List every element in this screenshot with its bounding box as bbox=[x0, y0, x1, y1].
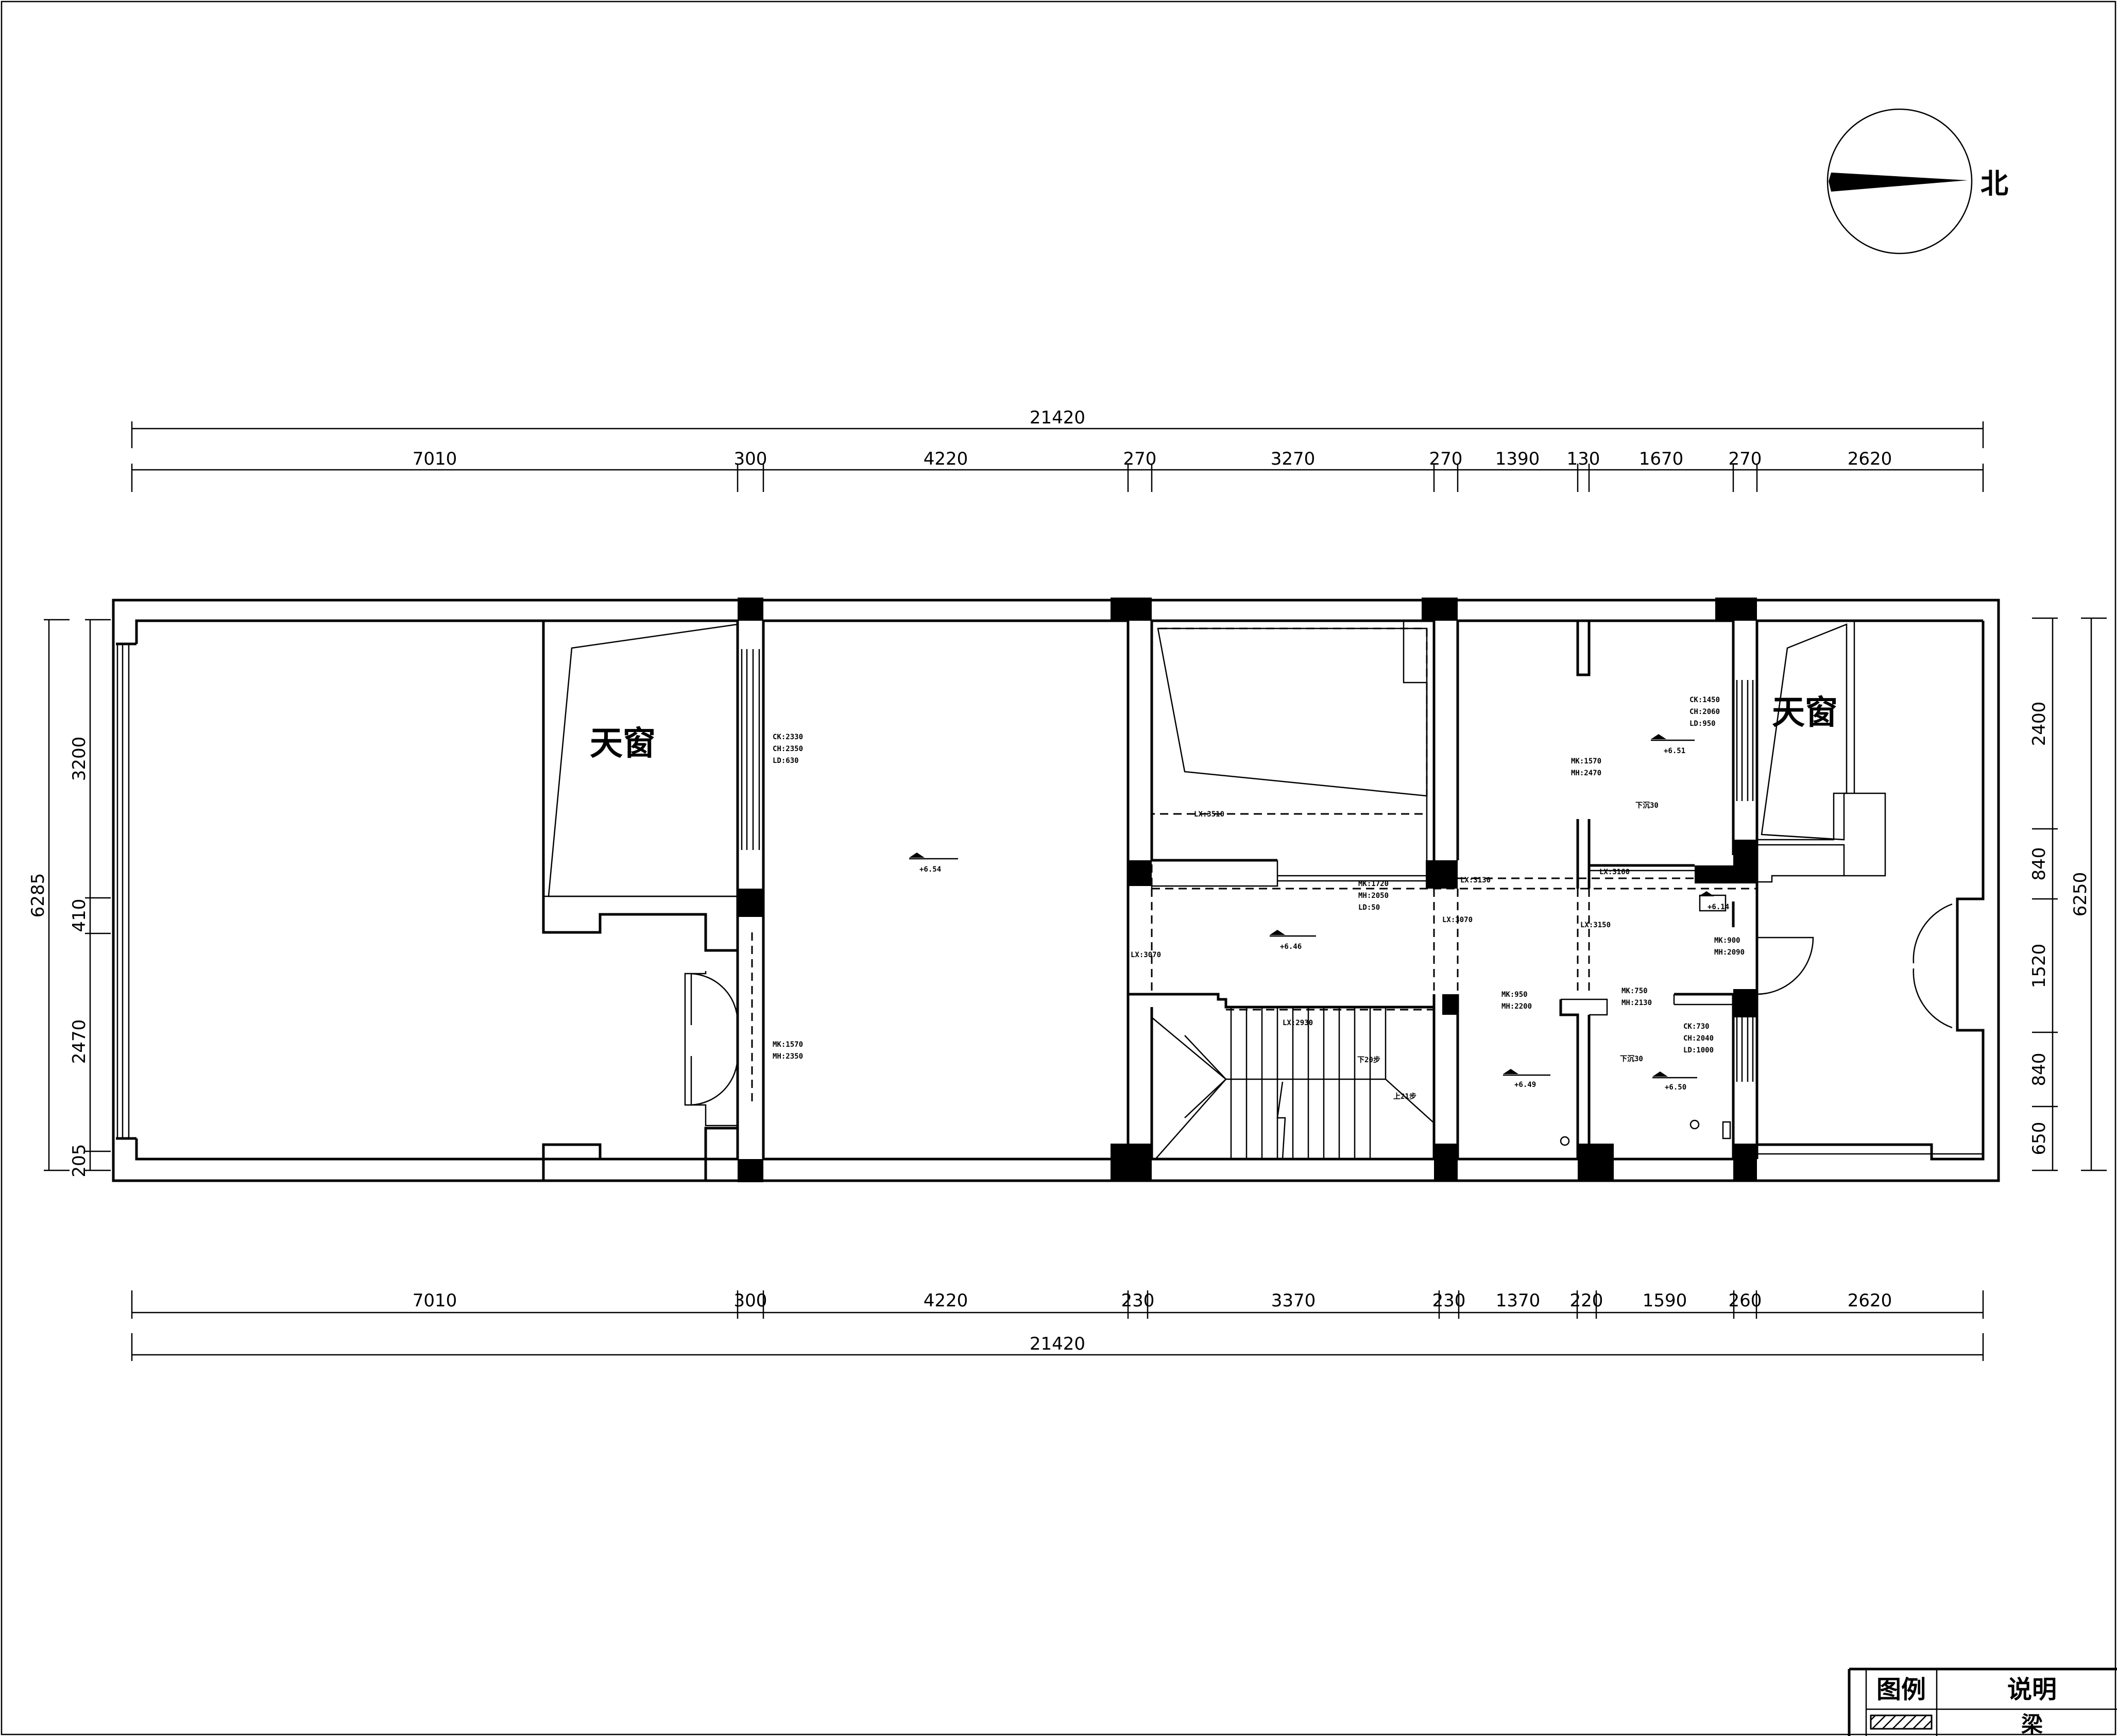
building-outline bbox=[112, 599, 2000, 1182]
door-swing-icon bbox=[1756, 937, 1814, 995]
right-dim-1: 2400 bbox=[2029, 702, 2050, 746]
door-spec: MK:900 MH:2090 bbox=[1714, 937, 1745, 957]
level-value: +6.14 bbox=[1708, 903, 1729, 911]
step-down-note: 下沉30 bbox=[1635, 801, 1659, 810]
skylight-label-left: 天窗 bbox=[590, 725, 656, 763]
beam-spec: LX:3150 bbox=[1580, 921, 1611, 929]
compass: 北 bbox=[1826, 108, 2008, 254]
right-dim-3: 1520 bbox=[2029, 944, 2050, 989]
beam-hatch-swatch bbox=[1870, 1714, 1933, 1730]
doors bbox=[690, 894, 1953, 1146]
beam-spec: LX:2930 bbox=[1283, 1019, 1313, 1027]
skylight-label-right: 天窗 bbox=[1772, 694, 1838, 732]
top-dim-1: 7010 bbox=[413, 449, 457, 469]
level-value: +6.46 bbox=[1280, 943, 1302, 951]
top-dim-10: 270 bbox=[1729, 449, 1762, 469]
top-dimensions: 21420 7010 300 4220 270 3270 270 1390 13… bbox=[131, 407, 1984, 492]
north-arrow-icon bbox=[1829, 173, 1968, 192]
compass-circle bbox=[1826, 108, 1973, 254]
bottom-dim-2: 300 bbox=[734, 1290, 767, 1311]
annotations: CK:2330 CH:2350 LD:630 +6.54 MK:1570 MH:… bbox=[773, 696, 1745, 1101]
beam-spec: LX:3510 bbox=[1194, 810, 1224, 819]
left-dimensions: 6285 3200 410 2470 205 bbox=[28, 619, 111, 1178]
beams bbox=[751, 627, 1757, 1105]
top-dim-8: 130 bbox=[1567, 449, 1600, 469]
right-dimensions: 2400 840 1520 840 650 6250 bbox=[2029, 617, 2107, 1171]
window-spec: CK:1450 CH:2060 LD:950 bbox=[1689, 696, 1724, 728]
door-swing-icon bbox=[1913, 903, 1953, 964]
level-value: +6.51 bbox=[1664, 747, 1685, 755]
left-dim-3: 2470 bbox=[69, 1019, 90, 1064]
level-value: +6.54 bbox=[919, 865, 941, 874]
top-dim-4: 270 bbox=[1123, 449, 1157, 469]
left-dim-2: 410 bbox=[69, 899, 90, 932]
left-dim-1: 3200 bbox=[69, 737, 90, 781]
top-dim-5: 3270 bbox=[1271, 449, 1316, 469]
level-marker-icon bbox=[1651, 734, 1666, 739]
level-value: +6.49 bbox=[1514, 1081, 1536, 1089]
door-spec: MK:1570 MH:2350 bbox=[773, 1041, 807, 1061]
left-dim-4: 205 bbox=[69, 1144, 90, 1178]
left-total-dimension: 6285 bbox=[28, 873, 48, 918]
beam-spec: LX:3130 bbox=[1460, 876, 1491, 884]
level-marker-icon bbox=[1270, 930, 1285, 935]
beam-spec: LX:3070 bbox=[1442, 916, 1473, 924]
top-dim-9: 1670 bbox=[1639, 449, 1684, 469]
door-spec: MK:1570 MH:2470 bbox=[1571, 757, 1606, 777]
door-spec: MK:950 MH:2200 bbox=[1501, 991, 1532, 1011]
door-spec: MK:1720 MH:2050 LD:50 bbox=[1358, 880, 1393, 912]
top-dim-11: 2620 bbox=[1848, 449, 1892, 469]
legend-header-description: 说明 bbox=[2007, 1675, 2057, 1704]
level-marker-icon bbox=[909, 853, 925, 858]
right-dim-4: 840 bbox=[2029, 1053, 2050, 1086]
right-dim-2: 840 bbox=[2029, 847, 2050, 881]
stair-direction: 下20步 bbox=[1357, 1056, 1380, 1064]
skylight-right-outline bbox=[1761, 623, 1848, 841]
step-down-note: 下沉30 bbox=[1620, 1054, 1643, 1063]
window-spec: CK:2330 CH:2350 LD:630 bbox=[773, 733, 807, 765]
bottom-dim-9: 1590 bbox=[1643, 1290, 1687, 1311]
bottom-dimensions: 7010 300 4220 230 3370 230 1370 220 1590… bbox=[131, 1290, 1984, 1361]
legend-row-beam: 梁 bbox=[2021, 1712, 2043, 1736]
top-dim-6: 270 bbox=[1429, 449, 1463, 469]
bottom-dim-8: 220 bbox=[1570, 1290, 1603, 1311]
bottom-dim-11: 2620 bbox=[1848, 1290, 1892, 1311]
top-total-dimension: 21420 bbox=[1030, 407, 1085, 428]
bottom-dim-4: 230 bbox=[1121, 1290, 1155, 1311]
bottom-dim-1: 7010 bbox=[413, 1290, 457, 1311]
legend-header-symbol: 图例 bbox=[1876, 1675, 1926, 1704]
beam-spec: LX:3160 bbox=[1599, 868, 1630, 876]
top-dim-7: 1390 bbox=[1495, 449, 1540, 469]
bottom-dim-5: 3370 bbox=[1271, 1290, 1316, 1311]
level-value: +6.50 bbox=[1665, 1083, 1686, 1092]
bottom-dim-6: 230 bbox=[1432, 1290, 1466, 1311]
door-spec: MK:750 MH:2130 bbox=[1621, 987, 1652, 1007]
stair-direction: 上21步 bbox=[1393, 1092, 1416, 1101]
right-dim-5: 650 bbox=[2029, 1122, 2050, 1155]
top-dim-2: 300 bbox=[734, 449, 767, 469]
north-label: 北 bbox=[1981, 167, 2008, 200]
structural-columns bbox=[738, 598, 1757, 1182]
legend-table: 图例 说明 梁 bbox=[1848, 1667, 2117, 1736]
bottom-dim-10: 260 bbox=[1729, 1290, 1762, 1311]
outer-wall bbox=[112, 599, 2000, 1182]
window-spec: CK:730 CH:2040 LD:1000 bbox=[1683, 1023, 1718, 1054]
level-marker-icon bbox=[1699, 891, 1714, 896]
bottom-total-dimension: 21420 bbox=[1030, 1334, 1085, 1354]
level-marker-icon bbox=[1503, 1069, 1518, 1074]
right-total-dimension: 6250 bbox=[2070, 872, 2091, 917]
bottom-dim-3: 4220 bbox=[924, 1290, 968, 1311]
bottom-dim-7: 1370 bbox=[1496, 1290, 1541, 1311]
door-swing-icon bbox=[691, 1056, 739, 1106]
top-dim-3: 4220 bbox=[924, 449, 968, 469]
level-marker-icon bbox=[1652, 1071, 1668, 1077]
door-swing-icon bbox=[1913, 968, 1953, 1029]
door-swing-icon bbox=[691, 973, 739, 1023]
beam-spec: LX:3070 bbox=[1131, 951, 1161, 959]
